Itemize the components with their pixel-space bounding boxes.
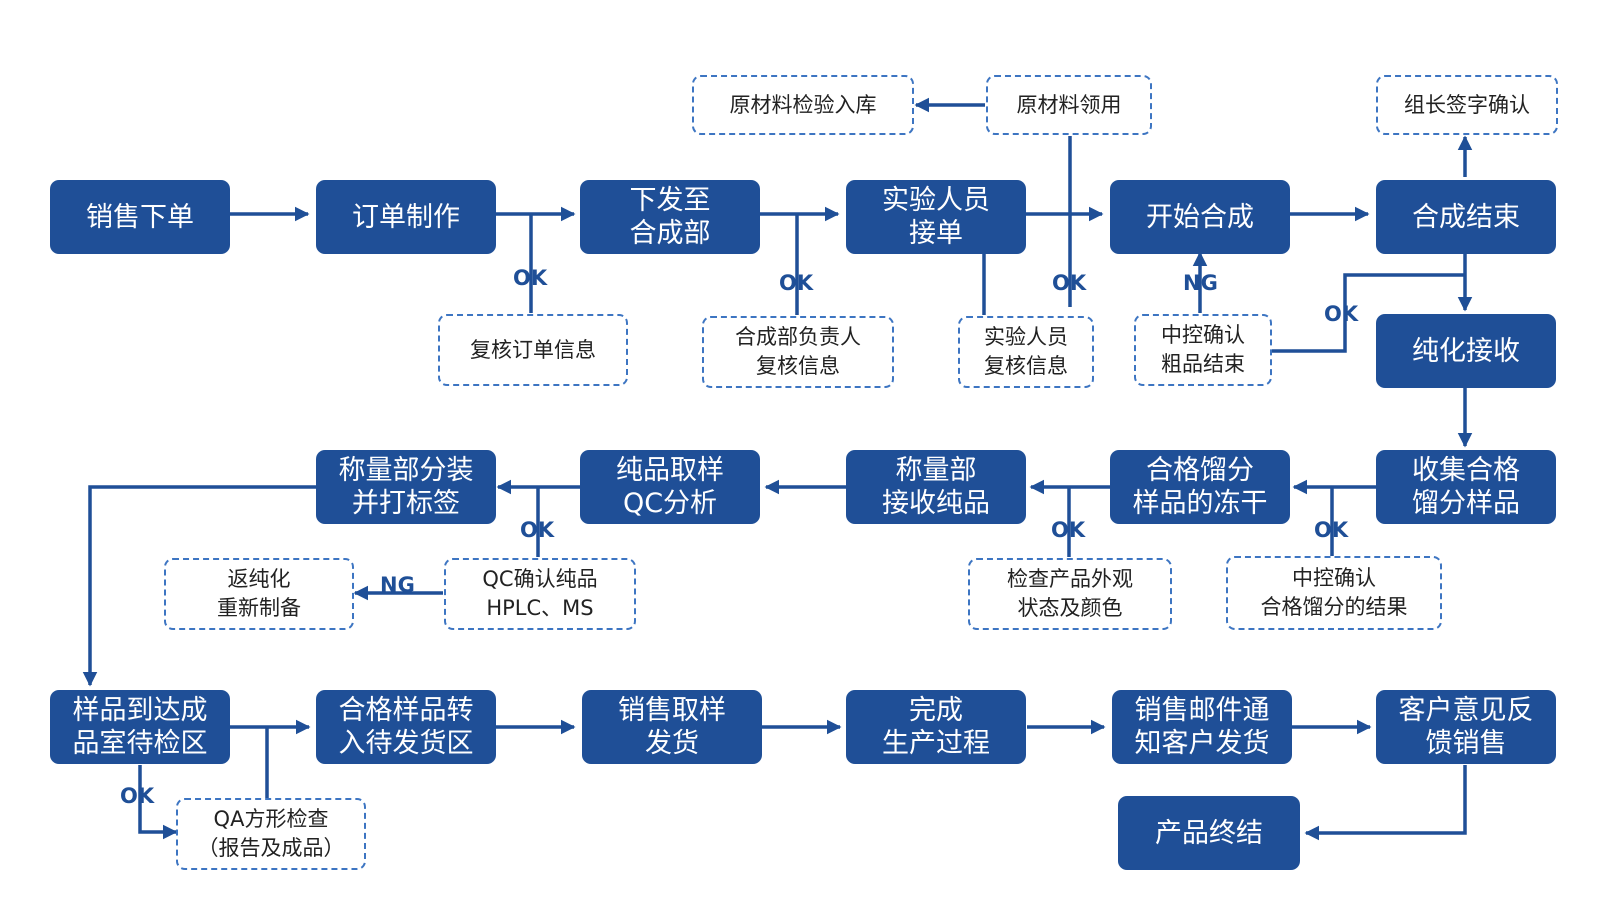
step-sales-sampling: 销售取样 发货 xyxy=(582,690,762,764)
step-freeze-dry: 合格馏分 样品的冻干 xyxy=(1110,450,1290,524)
step-sales-order: 销售下单 xyxy=(50,180,230,254)
step-purification-receive: 纯化接收 xyxy=(1376,314,1556,388)
step-order-making: 订单制作 xyxy=(316,180,496,254)
ok-tag-order-review: OK xyxy=(513,266,548,290)
ok-tag-check-appearance: OK xyxy=(1051,518,1086,542)
step-move-to-shipping: 合格样品转 入待发货区 xyxy=(316,690,496,764)
step-qc-sampling: 纯品取样 QC分析 xyxy=(580,450,760,524)
ng-tag-ipc-crude: NG xyxy=(1183,271,1218,295)
note-raw-requisition: 原材料领用 xyxy=(986,75,1152,135)
note-ipc-crude: 中控确认 粗品结束 xyxy=(1134,314,1272,386)
step-weighing-receive: 称量部 接收纯品 xyxy=(846,450,1026,524)
ok-tag-lab-review: OK xyxy=(1052,271,1087,295)
arrow-pack-to-arrive xyxy=(82,485,316,687)
step-synthesis-end: 合成结束 xyxy=(1376,180,1556,254)
note-synthesis-head-review: 合成部负责人 复核信息 xyxy=(702,316,894,388)
step-dispatch-synthesis: 下发至 合成部 xyxy=(580,180,760,254)
ok-tag-qc-confirm: OK xyxy=(520,518,555,542)
arrow-feedback-to-close xyxy=(1304,765,1467,841)
note-qa-check: QA方形检查 （报告及成品） xyxy=(176,798,366,870)
note-qc-confirm: QC确认纯品 HPLC、MS xyxy=(444,558,636,630)
ok-tag-qa-check: OK xyxy=(120,784,155,808)
note-raw-inspection: 原材料检验入库 xyxy=(692,75,914,135)
note-ipc-fractions: 中控确认 合格馏分的结果 xyxy=(1226,556,1442,630)
ok-tag-ipc-to-end: OK xyxy=(1324,302,1359,326)
step-product-close: 产品终结 xyxy=(1118,796,1300,870)
ok-tag-dispatch-review: OK xyxy=(779,271,814,295)
ok-tag-ipc-fractions: OK xyxy=(1314,518,1349,542)
note-review-order: 复核订单信息 xyxy=(438,314,628,386)
line-ipc-to-end xyxy=(1272,273,1465,353)
note-check-appearance: 检查产品外观 状态及颜色 xyxy=(968,558,1172,630)
step-customer-feedback: 客户意见反 馈销售 xyxy=(1376,690,1556,764)
note-leader-sign: 组长签字确认 xyxy=(1376,75,1558,135)
note-lab-review: 实验人员 复核信息 xyxy=(958,316,1094,388)
note-return-purify: 返纯化 重新制备 xyxy=(164,558,354,630)
arrow-arrive-to-qa xyxy=(138,765,178,840)
ng-tag-return-purify: NG xyxy=(380,573,415,597)
step-arrive-finished-room: 样品到达成 品室待检区 xyxy=(50,690,230,764)
step-lab-accept: 实验人员 接单 xyxy=(846,180,1026,254)
step-collect-fractions: 收集合格 馏分样品 xyxy=(1376,450,1556,524)
step-production-complete: 完成 生产过程 xyxy=(846,690,1026,764)
step-start-synthesis: 开始合成 xyxy=(1110,180,1290,254)
step-weighing-pack: 称量部分装 并打标签 xyxy=(316,450,496,524)
step-email-customer: 销售邮件通 知客户发货 xyxy=(1112,690,1292,764)
